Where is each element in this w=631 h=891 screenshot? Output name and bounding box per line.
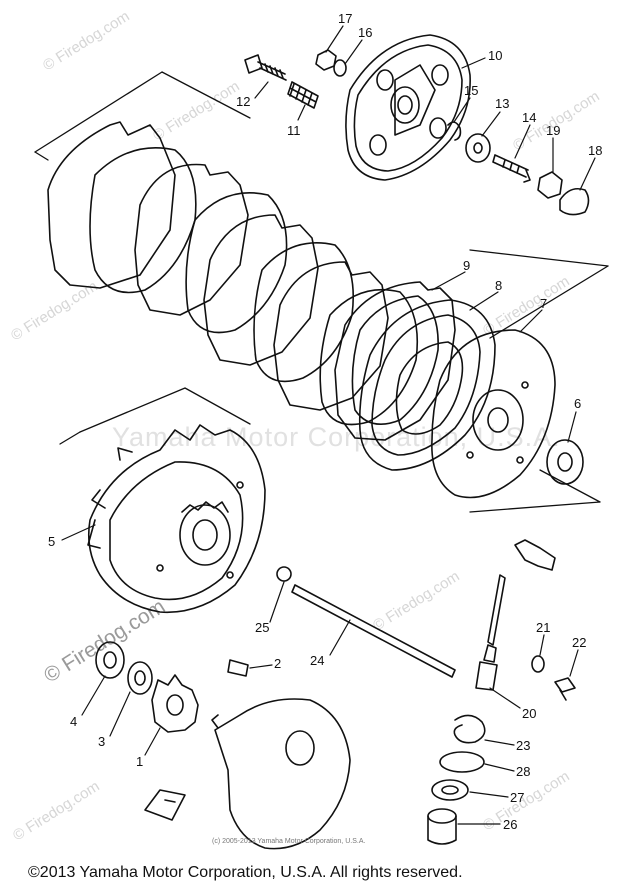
- steel-plate: [185, 192, 288, 334]
- callout-2: 2: [274, 656, 281, 671]
- bracket: [144, 789, 186, 821]
- primary-drive-gear: [151, 674, 199, 733]
- nut: [315, 49, 337, 71]
- callout-18: 18: [588, 143, 602, 158]
- callout-6: 6: [574, 396, 581, 411]
- clutch-boss: [358, 299, 496, 471]
- callout-10: 10: [488, 48, 502, 63]
- callout-8: 8: [495, 278, 502, 293]
- callout-27: 27: [510, 790, 524, 805]
- friction-plate: [203, 214, 319, 366]
- callout-24: 24: [310, 653, 324, 668]
- callout-4: 4: [70, 714, 77, 729]
- callout-17: 17: [338, 11, 352, 26]
- callout-7: 7: [540, 296, 547, 311]
- thrust-washer: [546, 439, 584, 485]
- callout-1: 1: [136, 754, 143, 769]
- callout-labels: 17 16 10 12 11 15 13 14 19 18 9 8 7 6 5 …: [48, 11, 602, 832]
- callout-28: 28: [516, 764, 530, 779]
- callout-13: 13: [495, 96, 509, 111]
- bearing: [431, 779, 469, 801]
- clutch-spring: [287, 81, 319, 109]
- callout-21: 21: [536, 620, 550, 635]
- friction-plate: [134, 163, 249, 316]
- lock-washer-3: [127, 661, 153, 695]
- steel-plate: [253, 242, 355, 383]
- screw: [554, 677, 576, 701]
- callout-11: 11: [287, 123, 301, 138]
- bushing: [427, 808, 457, 845]
- washer: [465, 133, 491, 163]
- lock-washer: [559, 187, 590, 216]
- callout-20: 20: [522, 706, 536, 721]
- steel-plate: [89, 147, 197, 294]
- crankshaft-web: [211, 698, 351, 850]
- oil-seal: [439, 751, 485, 773]
- clutch-housing-cover: [431, 329, 556, 499]
- diagram-copyright: (c) 2005-2013 Yamaha Motor Corporation, …: [212, 838, 366, 845]
- callout-25: 25: [255, 620, 269, 635]
- pressure-plate: [345, 34, 471, 181]
- circlip: [447, 121, 462, 141]
- locknut: [537, 171, 563, 199]
- steel-ball: [276, 566, 292, 582]
- lock-nut-4: [95, 641, 125, 679]
- push-rod: [291, 584, 456, 678]
- adjusting-screw: [492, 154, 531, 183]
- clutch-plates-stack: [47, 121, 419, 426]
- callout-26: 26: [503, 817, 517, 832]
- callout-22: 22: [572, 635, 586, 650]
- return-spring: [453, 714, 486, 744]
- upper-assembly-frame: [34, 71, 609, 339]
- callout-3: 3: [98, 734, 105, 749]
- callout-14: 14: [522, 110, 536, 125]
- callout-5: 5: [48, 534, 55, 549]
- callout-23: 23: [516, 738, 530, 753]
- primary-driven-gear: [87, 424, 266, 614]
- steel-plate: [319, 288, 419, 426]
- callout-19: 19: [546, 123, 560, 138]
- washer: [531, 655, 545, 673]
- callout-16: 16: [358, 25, 372, 40]
- callout-15: 15: [464, 83, 478, 98]
- callout-12: 12: [236, 94, 250, 109]
- clutch-spring-bolt: [244, 54, 287, 81]
- washer-hole: [473, 142, 483, 154]
- leader-lines: [61, 25, 596, 825]
- friction-plate: [47, 121, 176, 289]
- woodruff-key: [227, 659, 249, 677]
- friction-plate: [273, 261, 389, 411]
- callout-9: 9: [463, 258, 470, 273]
- washer: [333, 59, 347, 77]
- friction-plate-9: [334, 281, 456, 441]
- footer-copyright: ©2013 Yamaha Motor Corporation, U.S.A. A…: [28, 864, 463, 881]
